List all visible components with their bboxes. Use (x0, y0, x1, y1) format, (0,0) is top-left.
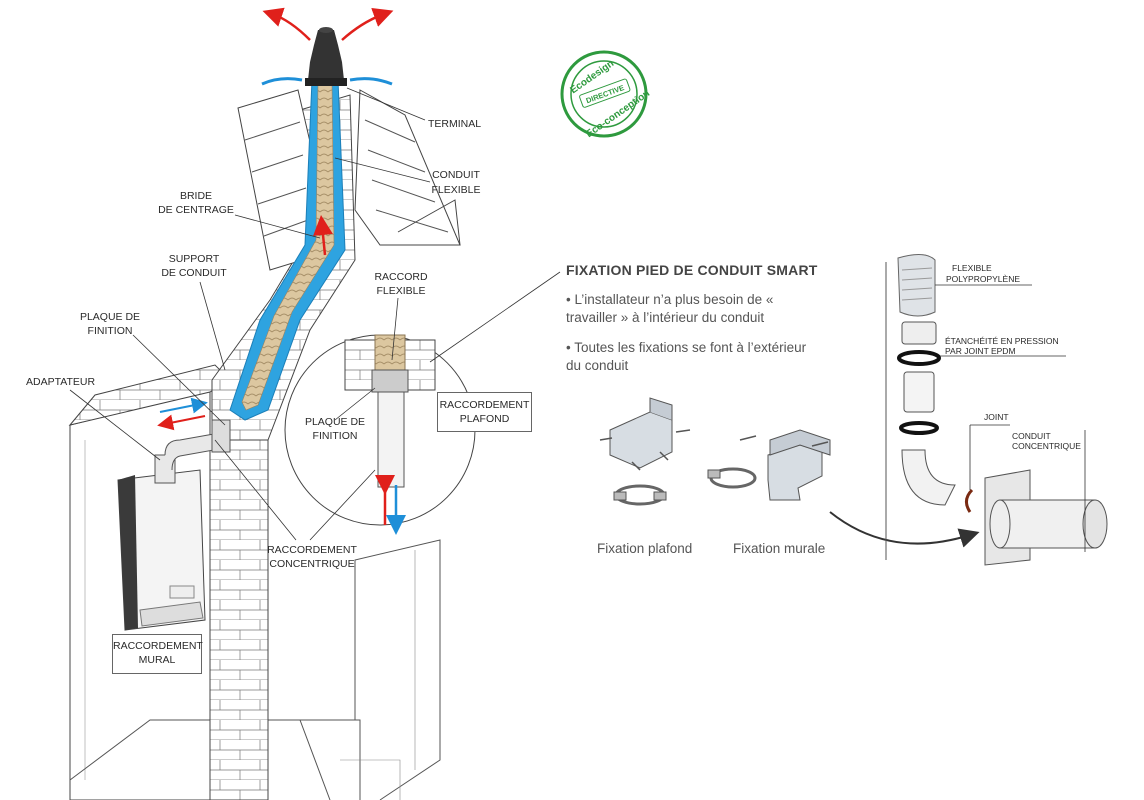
label-conduit-1: CONDUIT (1012, 431, 1051, 441)
callout-bride: BRIDE DE CENTRAGE (158, 190, 321, 239)
label-joint: JOINT (984, 412, 1009, 422)
box-mural-line-2: MURAL (138, 654, 176, 666)
label-support-2: DE CONDUIT (161, 267, 227, 279)
label-bride-2: DE CENTRAGE (158, 204, 234, 216)
inset-leader-line (429, 271, 561, 363)
label-bride-1: BRIDE (180, 190, 212, 202)
label-raccordement-concentrique-2: CONCENTRIQUE (269, 558, 354, 570)
label-terminal: TERMINAL (428, 118, 481, 130)
label-raccord-flexible-1: RACCORD (374, 271, 428, 283)
callout-adaptateur: ADAPTATEUR (26, 376, 161, 461)
fixation-murale-drawing (707, 429, 831, 501)
callout-raccordement-concentrique: RACCORDEMENT CONCENTRIQUE (214, 439, 376, 570)
callout-support: SUPPORT DE CONDUIT (161, 253, 227, 371)
fixation-bullet-1: • L’installateur n’a plus besoin de « tr… (566, 292, 774, 325)
label-conduit-flexible-2: FLEXIBLE (431, 184, 480, 196)
caption-fixation-plafond: Fixation plafond (597, 541, 693, 556)
callout-raccord-flexible: RACCORD FLEXIBLE (374, 271, 428, 361)
callout-plaque-inset: PLAQUE DE FINITION (305, 387, 376, 442)
box-raccordement-mural: RACCORDEMENT MURAL (112, 634, 203, 674)
boiler-unit (117, 419, 231, 631)
label-adaptateur: ADAPTATEUR (26, 376, 95, 388)
fixation-bullet-2: • Toutes les fixations se font à l’extér… (566, 340, 807, 373)
label-etancheite-2: PAR JOINT EPDM (945, 346, 1016, 356)
label-plaque-inset-2: FINITION (313, 430, 358, 442)
label-etancheite-1: ÉTANCHÉITÉ EN PRESSION (945, 336, 1059, 346)
flue-duct (229, 79, 346, 421)
airflow-arrows-top (261, 7, 394, 256)
label-support-1: SUPPORT (169, 253, 220, 265)
exploded-labels: FLEXIBLE POLYPROPYLÈNE ÉTANCHÉITÉ EN PRE… (935, 263, 1086, 552)
curved-arrow (829, 511, 980, 548)
box-plafond-line-1: RACCORDEMENT (439, 399, 530, 411)
label-plaque-inset-1: PLAQUE DE (305, 416, 365, 428)
box-raccordement-plafond: RACCORDEMENT PLAFOND (437, 392, 532, 432)
label-raccordement-concentrique-1: RACCORDEMENT (267, 544, 357, 556)
label-raccord-flexible-2: FLEXIBLE (376, 285, 425, 297)
box-mural-line-1: RACCORDEMENT (113, 640, 203, 652)
label-conduit-flexible-1: CONDUIT (432, 169, 480, 181)
callout-terminal: TERMINAL (346, 87, 481, 130)
label-plaque-1: PLAQUE DE (80, 311, 140, 323)
airflow-arrows-wall (157, 397, 208, 431)
terminal-cap (305, 27, 347, 86)
label-conduit-2: CONCENTRIQUE (1012, 441, 1081, 451)
caption-fixation-murale: Fixation murale (733, 541, 826, 556)
ecodesign-badge: Ecodesign DIRECTIVE Eco-conception (560, 50, 652, 140)
fixation-title: FIXATION PIED DE CONDUIT SMART (566, 262, 818, 278)
inset-detail (284, 334, 476, 535)
label-flexible-1: FLEXIBLE (952, 263, 992, 273)
label-plaque-2: FINITION (88, 325, 133, 337)
fixation-plafond-drawing (599, 397, 691, 506)
callout-conduit-flexible: CONDUIT FLEXIBLE (334, 157, 481, 196)
callout-plaque: PLAQUE DE FINITION (80, 311, 226, 426)
label-flexible-2: POLYPROPYLÈNE (946, 274, 1020, 284)
exploded-view (885, 254, 1108, 566)
box-plafond-line-2: PLAFOND (459, 413, 510, 425)
